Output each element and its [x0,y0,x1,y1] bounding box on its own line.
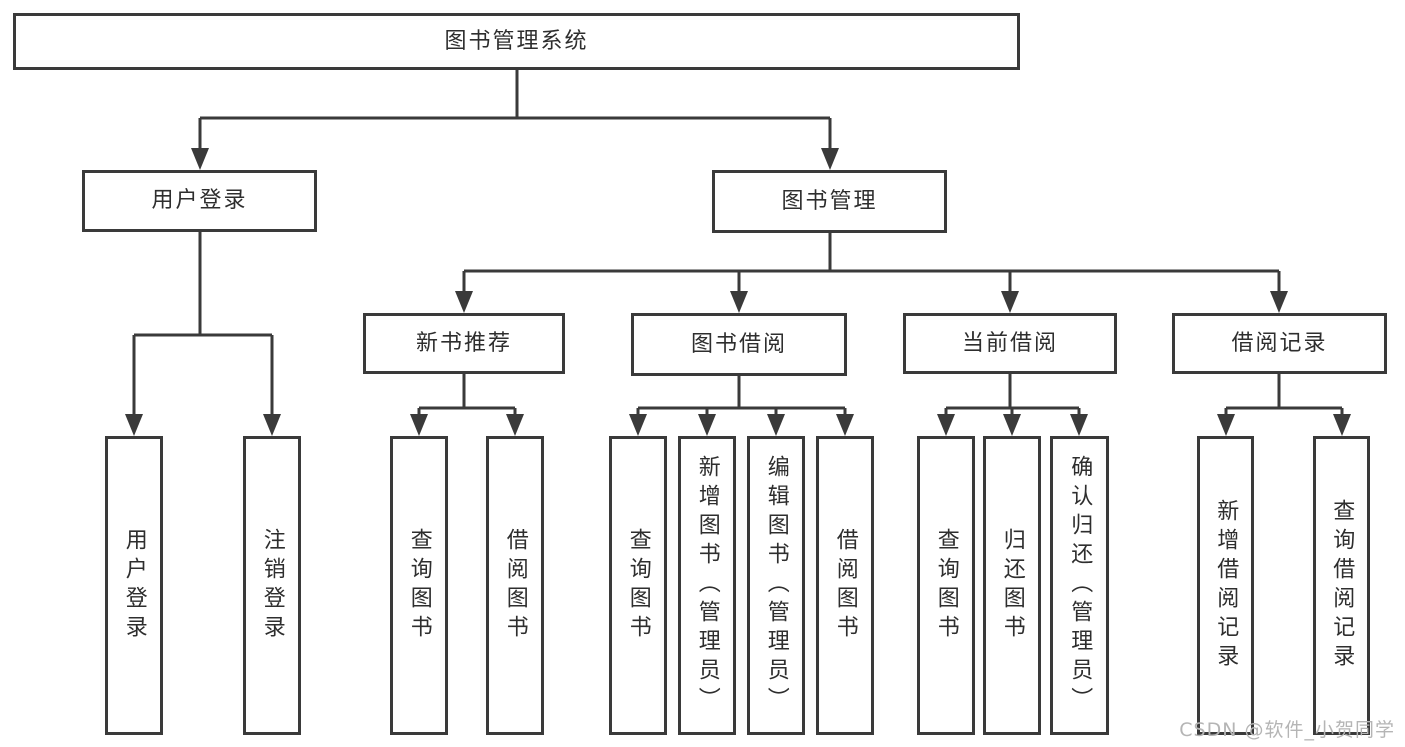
leaf-user-login: 用户登录 [105,436,163,735]
arrow-down-icon [1217,414,1235,436]
arrow-down-icon [263,414,281,436]
node-new-book-recommend: 新书推荐 [363,313,565,374]
leaf-records-query-record: 查询借阅记录 [1313,436,1370,735]
leaf-borrow-borrow-books: 借阅图书 [816,436,874,735]
leaf-logout: 注销登录 [243,436,301,735]
arrow-down-icon [629,414,647,436]
arrow-down-icon [1070,414,1088,436]
leaf-current-return-books: 归还图书 [983,436,1041,735]
arrow-down-icon [1270,291,1288,313]
arrow-down-icon [937,414,955,436]
leaf-borrow-edit-books-admin: 编辑图书（管理员） [747,436,805,735]
arrow-down-icon [506,414,524,436]
node-current-borrowing: 当前借阅 [903,313,1117,374]
leaf-borrow-add-books-admin: 新增图书（管理员） [678,436,736,735]
leaf-newbook-query-books: 查询图书 [390,436,448,735]
leaf-records-add-record: 新增借阅记录 [1197,436,1254,735]
arrow-down-icon [125,414,143,436]
node-book-management-module: 图书管理 [712,170,947,233]
leaf-newbook-borrow-books: 借阅图书 [486,436,544,735]
node-borrowing-records: 借阅记录 [1172,313,1387,374]
node-user-login-module: 用户登录 [82,170,317,232]
arrow-down-icon [836,414,854,436]
leaf-current-query-books: 查询图书 [917,436,975,735]
arrow-down-icon [1333,414,1351,436]
arrow-down-icon [410,414,428,436]
arrow-down-icon [767,414,785,436]
leaf-borrow-query-books: 查询图书 [609,436,667,735]
arrow-down-icon [730,291,748,313]
csdn-watermark: CSDN @软件_小贺同学 [1179,719,1395,741]
connector-lines [132,70,1344,418]
leaf-current-confirm-return-admin: 确认归还（管理员） [1050,436,1109,735]
node-root: 图书管理系统 [13,13,1020,70]
node-book-borrowing: 图书借阅 [631,313,847,376]
arrow-down-icon [455,291,473,313]
arrow-down-icon [1003,414,1021,436]
arrow-down-icon [191,148,209,170]
arrow-down-icon [698,414,716,436]
arrow-down-icon [1001,291,1019,313]
arrow-down-icon [821,148,839,170]
